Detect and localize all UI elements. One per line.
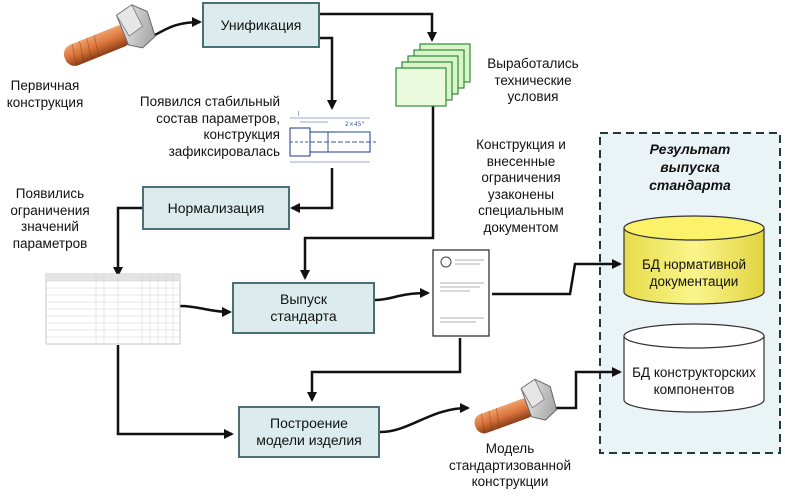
- normative-db-label: БД нормативной документации: [641, 257, 747, 289]
- arrow-document-to-model: [307, 338, 462, 402]
- arrow-conditions-to-release: [300, 102, 435, 280]
- technical-drawing-icon: l 2×45°: [289, 111, 376, 163]
- result-title: Результат выпуска стандарта: [649, 141, 731, 193]
- model-building-box[interactable]: Построение модели изделия: [238, 406, 380, 458]
- standard-release-label: Выпуск стандарта: [270, 291, 337, 324]
- parameter-table-icon: [45, 273, 181, 345]
- normalization-label: Нормализация: [167, 199, 265, 216]
- database-cylinder-icon: [623, 323, 765, 413]
- svg-text:l: l: [298, 111, 300, 118]
- components-db-label: БД конструкторских компонентов: [632, 365, 756, 397]
- stable-params-label: Появился стабильный состав параметров, к…: [139, 94, 280, 159]
- tech-conditions-label: Выработались технические условия: [487, 56, 579, 104]
- unification-box[interactable]: Унификация: [202, 2, 320, 48]
- legalized-label: Конструкция и внесенные ограничения узак…: [476, 137, 566, 235]
- standardized-model-label: Модель стандартизованной конструкции: [448, 441, 572, 489]
- standard-document-icon: [432, 249, 490, 337]
- arrow-release-to-document: [374, 288, 430, 302]
- arrow-unification-to-conditions: [320, 12, 437, 42]
- bolt-icon: [474, 378, 558, 434]
- arrow-table-to-release: [179, 304, 232, 317]
- model-building-label: Построение модели изделия: [256, 415, 362, 448]
- document-stack-icon: [395, 43, 471, 107]
- unification-label: Унификация: [220, 16, 302, 33]
- arrow-bolt-to-components-db: [548, 367, 622, 410]
- svg-text:2×45°: 2×45°: [345, 121, 364, 128]
- primary-design-label: Первичная конструкция: [6, 78, 84, 110]
- arrow-document-to-normative-db: [492, 259, 622, 296]
- arrow-table-to-model: [116, 345, 234, 439]
- bolt-icon: [63, 4, 156, 67]
- standard-release-box[interactable]: Выпуск стандарта: [232, 282, 375, 334]
- arrow-drawing-to-normalization: [290, 168, 334, 213]
- arrow-unification-to-drawing: [320, 36, 337, 110]
- connector-arrows: [113, 12, 622, 439]
- normalization-box[interactable]: Нормализация: [142, 186, 290, 230]
- arrow-normalization-to-table: [113, 206, 142, 277]
- database-cylinder-icon: [623, 215, 765, 305]
- arrow-model-to-bolt: [379, 403, 470, 434]
- constraints-appeared-label: Появились ограничения значений параметро…: [10, 186, 90, 251]
